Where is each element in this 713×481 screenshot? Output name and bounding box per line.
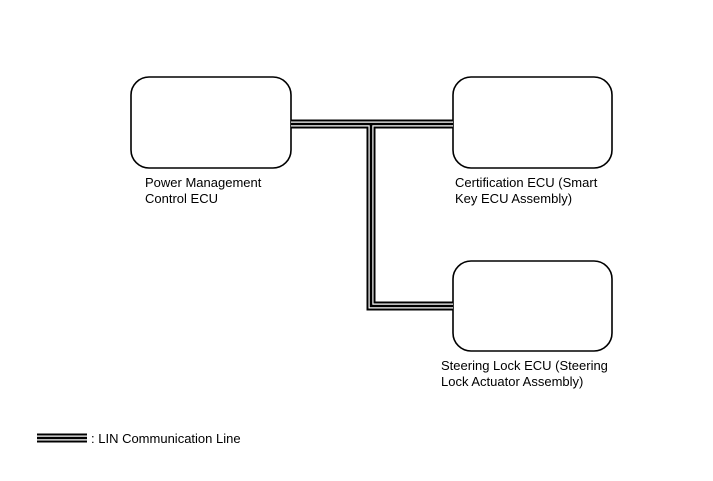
power-management-ecu-label: Power Management Control ECU <box>145 175 261 207</box>
certification-ecu-box <box>452 76 613 169</box>
legend-label: : LIN Communication Line <box>91 430 241 446</box>
legend: : LIN Communication Line <box>37 430 241 446</box>
power-management-ecu-box <box>130 76 292 169</box>
certification-ecu-label-line2: Key ECU Assembly) <box>455 191 573 206</box>
steering-lock-ecu-label: Steering Lock ECU (Steering Lock Actuato… <box>441 358 608 390</box>
certification-ecu-label-line1: Certification ECU (Smart <box>455 175 598 190</box>
certification-ecu-label: Certification ECU (Smart Key ECU Assembl… <box>455 175 597 207</box>
steering-lock-ecu-box <box>452 260 613 352</box>
power-management-ecu-label-line2: Control ECU <box>145 191 218 206</box>
lin-communication-line <box>291 119 453 311</box>
lin-line-legend-symbol <box>37 433 87 443</box>
steering-lock-ecu-label-line2: Lock Actuator Assembly) <box>441 374 584 389</box>
steering-lock-ecu-label-line1: Steering Lock ECU (Steering <box>441 358 608 373</box>
power-management-ecu-label-line1: Power Management <box>145 175 262 190</box>
